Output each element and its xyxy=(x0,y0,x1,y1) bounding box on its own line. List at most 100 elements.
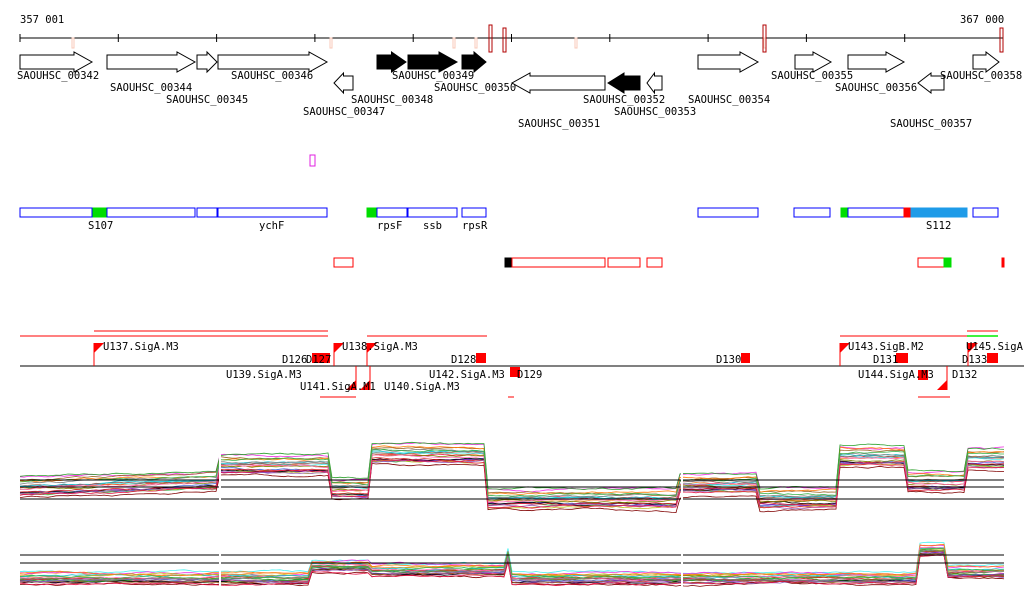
gene-label: SAOUHSC_00345 xyxy=(166,94,248,106)
gene-arrow xyxy=(376,51,407,73)
expression-profile xyxy=(19,554,1005,585)
expression-profile xyxy=(19,554,1005,587)
operon-box xyxy=(504,257,513,268)
signal-marker xyxy=(502,27,507,53)
gene-label: SAOUHSC_00349 xyxy=(392,70,474,82)
gene-label: SAOUHSC_00356 xyxy=(835,82,917,94)
signal-marker xyxy=(71,37,75,49)
gene-arrow xyxy=(196,50,218,74)
signal-marker xyxy=(999,27,1004,53)
expression-profile xyxy=(19,448,1004,497)
gene-label: SAOUHSC_00357 xyxy=(890,118,972,130)
expression-profile xyxy=(19,541,1005,575)
promoter-flag xyxy=(94,343,104,353)
terminator-label: D127 xyxy=(306,354,331,366)
operon-box xyxy=(607,257,641,268)
expression-profile xyxy=(19,454,1005,503)
feature-label: rpsF xyxy=(377,220,402,232)
feature-box xyxy=(972,207,999,218)
terminator-label: D130 xyxy=(716,354,741,366)
promoter-label: U145.SigA xyxy=(966,341,1024,353)
terminator-block xyxy=(896,353,908,363)
gene-arrow xyxy=(917,71,945,95)
terminator-block xyxy=(741,353,750,363)
expression-profile xyxy=(19,459,1005,509)
promoter-flag xyxy=(937,380,947,390)
feature-box xyxy=(407,207,458,218)
terminator-label: D132 xyxy=(952,369,977,381)
gene-arrow xyxy=(697,51,760,73)
promoter-label: U142.SigA.M3 xyxy=(429,369,505,381)
feature-box xyxy=(217,207,328,218)
feature-box xyxy=(106,207,196,218)
terminator-block xyxy=(476,353,486,363)
promoter-flag xyxy=(334,343,344,353)
gene-label: SAOUHSC_00358 xyxy=(940,70,1022,82)
operon-box xyxy=(917,257,945,268)
feature-box xyxy=(92,207,108,218)
promoter-label: U139.SigA.M3 xyxy=(226,369,302,381)
gene-arrow xyxy=(607,72,641,94)
feature-label: S112 xyxy=(926,220,951,232)
gene-arrow xyxy=(847,51,906,73)
gene-arrow xyxy=(106,51,197,73)
feature-label: rpsR xyxy=(462,220,488,232)
terminator-block xyxy=(918,370,928,380)
gene-label: SAOUHSC_00347 xyxy=(303,106,385,118)
feature-box xyxy=(697,207,759,218)
gene-label: SAOUHSC_00348 xyxy=(351,94,433,106)
operon-box xyxy=(646,257,663,268)
operon-box xyxy=(943,257,952,268)
feature-box xyxy=(366,207,378,218)
feature-label: S107 xyxy=(88,220,113,232)
gene-arrow xyxy=(19,51,94,73)
expression-profile xyxy=(19,547,1005,580)
expression-profile xyxy=(20,549,1005,582)
signal-marker xyxy=(574,37,578,49)
signal-marker xyxy=(452,37,456,49)
expression-profile xyxy=(19,441,1005,491)
gene-label: SAOUHSC_00353 xyxy=(614,106,696,118)
gene-arrow xyxy=(407,51,459,73)
promoter-label: U143.SigB.M2 xyxy=(848,341,924,353)
promoter-label: U138.SigA.M3 xyxy=(342,341,418,353)
gene-label: SAOUHSC_00355 xyxy=(771,70,853,82)
feature-box xyxy=(840,207,849,218)
promoter-flag xyxy=(360,380,370,390)
promoter-flag xyxy=(367,343,377,353)
terminator-label: D128 xyxy=(451,354,476,366)
ruler-end: 367 000 xyxy=(960,14,1004,26)
terminator-block xyxy=(510,367,520,377)
terminator-label: D126 xyxy=(282,354,307,366)
ruler-start: 357 001 xyxy=(20,14,64,26)
feature-box xyxy=(19,207,93,218)
promoter-label: U144.SigA.M3 xyxy=(858,369,934,381)
signal-marker xyxy=(488,24,493,53)
operon-box xyxy=(333,257,354,268)
gene-arrow xyxy=(461,50,487,74)
operon-box xyxy=(1001,257,1005,268)
gene-arrow xyxy=(794,51,833,73)
gene-arrow xyxy=(646,71,663,95)
promoter-flag xyxy=(840,343,850,353)
promoter-label: U137.SigA.M3 xyxy=(103,341,179,353)
signal-marker xyxy=(329,37,333,49)
gene-arrow xyxy=(972,50,1000,74)
gene-label: SAOUHSC_00351 xyxy=(518,118,600,130)
promoter-flag xyxy=(968,343,978,353)
promoter-label: U141.SigA.M1 xyxy=(300,381,376,393)
expression-profile xyxy=(19,553,1005,585)
expression-profile xyxy=(19,454,1005,504)
feature-box xyxy=(847,207,905,218)
signal-marker xyxy=(762,24,767,53)
gene-label: SAOUHSC_00346 xyxy=(231,70,313,82)
magenta-marker xyxy=(309,154,316,167)
feature-box xyxy=(903,207,912,218)
terminator-label: D131 xyxy=(873,354,898,366)
feature-box xyxy=(376,207,408,218)
terminator-label: D129 xyxy=(517,369,542,381)
feature-box xyxy=(910,207,968,218)
gene-arrow xyxy=(510,72,606,94)
